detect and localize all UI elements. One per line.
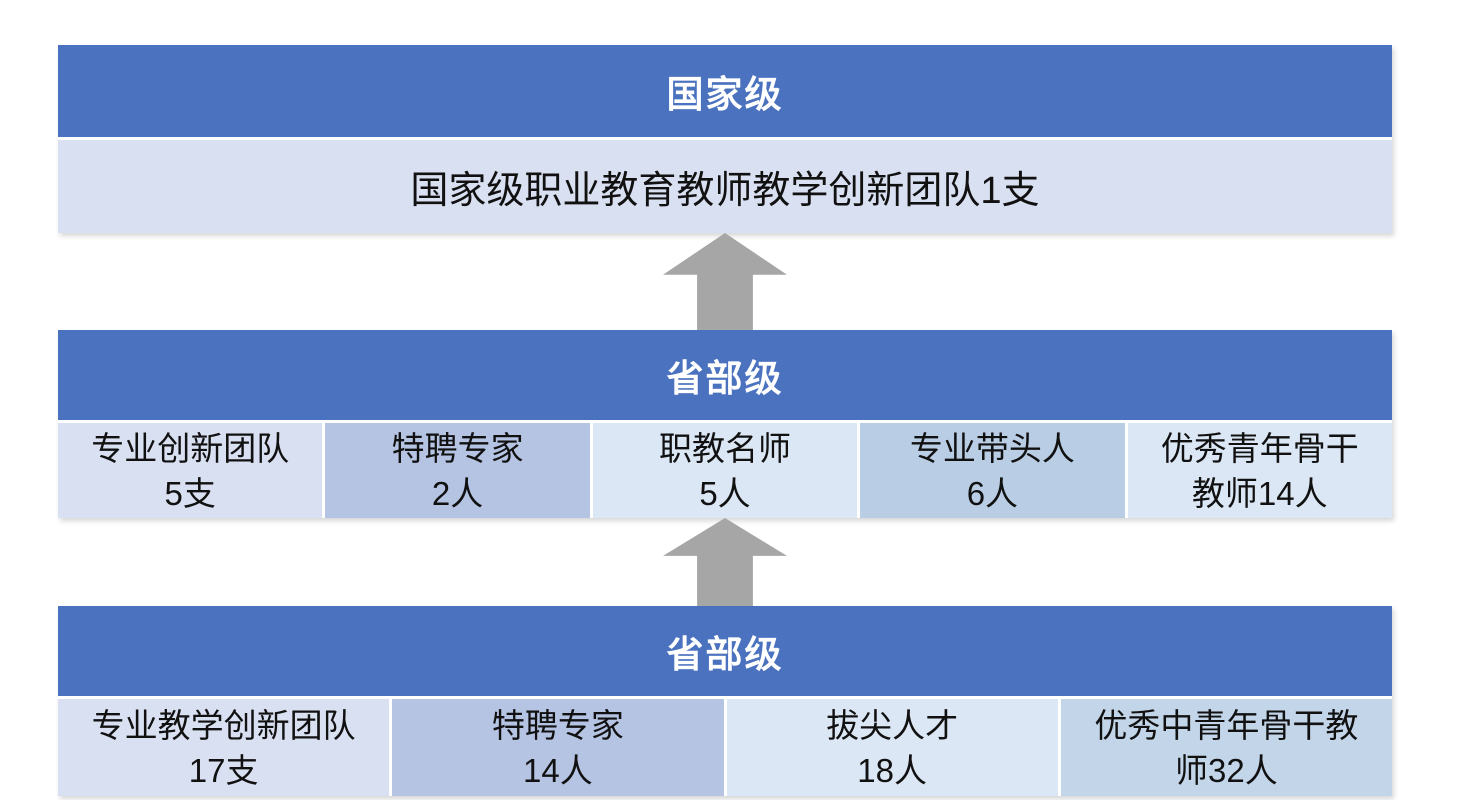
cell-count: 师32人 — [1175, 751, 1278, 789]
tier-provincial-lower-cells: 专业教学创新团队 17支 特聘专家 14人 拔尖人才 18人 优秀中青年骨干教 … — [58, 699, 1392, 796]
tier-provincial-lower-header: 省部级 — [58, 606, 1392, 696]
tier-national-body-label: 国家级职业教育教师教学创新团队1支 — [410, 170, 1040, 212]
cell-distinguished-experts: 特聘专家 2人 — [325, 423, 590, 518]
cell-count: 5支 — [164, 474, 216, 512]
cell-label: 拔尖人才 — [826, 706, 959, 744]
cell-mid-young-backbone-teachers: 优秀中青年骨干教 师32人 — [1060, 699, 1392, 796]
cell-famous-teachers: 职教名师 5人 — [592, 423, 858, 518]
cell-label: 特聘专家 — [391, 429, 524, 467]
tier-provincial-upper: 省部级 专业创新团队 5支 特聘专家 2人 职教名师 5人 专业带头人 6人 优… — [58, 330, 1392, 518]
cell-top-talents: 拔尖人才 18人 — [726, 699, 1058, 796]
cell-count: 2人 — [431, 474, 484, 512]
cell-distinguished-experts: 特聘专家 14人 — [392, 699, 724, 796]
talent-pyramid-diagram: 国家级 国家级职业教育教师教学创新团队1支 省部级 专业创新团队 5支 特聘专家… — [58, 45, 1392, 796]
up-arrow-icon — [663, 233, 787, 330]
cell-count: 17支 — [188, 751, 259, 789]
arrow-row-upper — [58, 233, 1392, 330]
cell-label: 专业创新团队 — [91, 429, 290, 467]
cell-label: 职教名师 — [658, 429, 791, 467]
tier-national-body: 国家级职业教育教师教学创新团队1支 — [58, 140, 1392, 233]
up-arrow-icon — [663, 518, 787, 606]
cell-label: 专业带头人 — [909, 429, 1075, 467]
cell-count: 教师14人 — [1191, 474, 1328, 512]
tier-provincial-lower: 省部级 专业教学创新团队 17支 特聘专家 14人 拔尖人才 18人 优秀中青年… — [58, 606, 1392, 796]
cell-label: 特聘专家 — [491, 706, 624, 744]
cell-young-backbone-teachers: 优秀青年骨干 教师14人 — [1127, 423, 1392, 518]
tier-provincial-upper-header-label: 省部级 — [666, 358, 784, 399]
tier-provincial-upper-cells: 专业创新团队 5支 特聘专家 2人 职教名师 5人 专业带头人 6人 优秀青年骨… — [58, 423, 1392, 518]
cell-teaching-innovation-teams: 专业教学创新团队 17支 — [58, 699, 390, 796]
cell-label: 专业教学创新团队 — [91, 706, 356, 744]
arrow-row-lower — [58, 518, 1392, 606]
cell-label: 优秀中青年骨干教 — [1094, 706, 1359, 744]
cell-label: 优秀青年骨干 — [1160, 429, 1359, 467]
tier-national-header-label: 国家级 — [666, 74, 784, 115]
tier-national: 国家级 国家级职业教育教师教学创新团队1支 — [58, 45, 1392, 233]
cell-count: 5人 — [699, 474, 751, 512]
cell-count: 18人 — [857, 751, 927, 789]
tier-provincial-lower-header-label: 省部级 — [666, 634, 784, 675]
cell-program-leaders: 专业带头人 6人 — [860, 423, 1125, 518]
cell-count: 6人 — [966, 474, 1019, 512]
tier-provincial-upper-header: 省部级 — [58, 330, 1392, 420]
cell-count: 14人 — [523, 751, 593, 789]
tier-national-header: 国家级 — [58, 45, 1392, 137]
cell-innovation-teams: 专业创新团队 5支 — [58, 423, 323, 518]
